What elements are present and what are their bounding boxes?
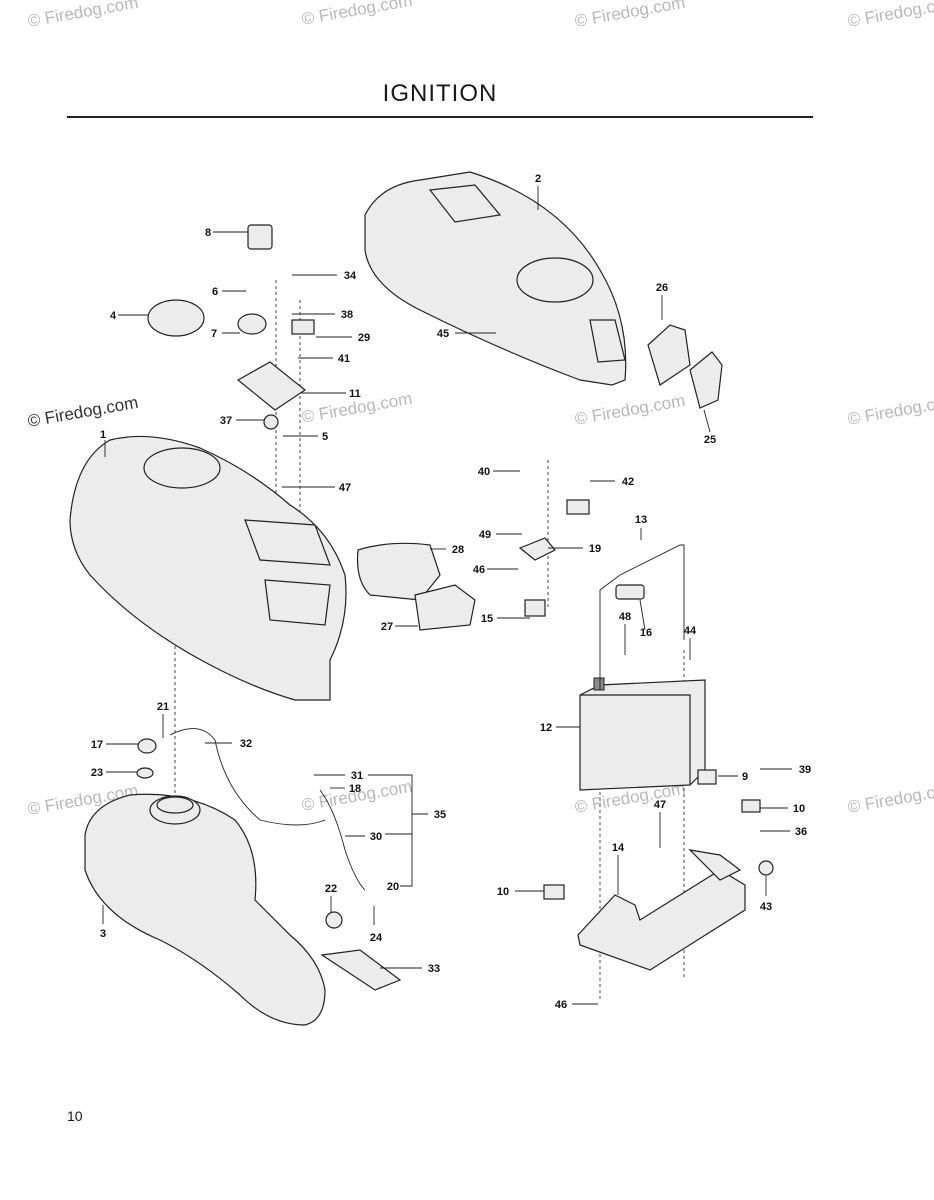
page-title: IGNITION (382, 80, 498, 107)
callout-23: 23 (91, 767, 103, 779)
knob-37-part (263, 414, 279, 430)
leader-lines (102, 186, 792, 1005)
callout-44: 44 (684, 625, 697, 637)
callout-45: 45 (437, 328, 449, 340)
callout-31: 31 (351, 770, 363, 782)
mounting-plate-11-part (236, 361, 307, 411)
callout-14: 14 (612, 842, 625, 854)
callout-40: 40 (478, 466, 490, 478)
callout-11: 11 (349, 388, 361, 400)
callout-28: 28 (452, 544, 464, 556)
title-rule (67, 116, 813, 118)
fuel-tank-part (84, 793, 326, 1026)
callout-34: 34 (344, 270, 357, 282)
callout-49: 49 (479, 529, 491, 541)
callout-47b: 47 (339, 482, 351, 494)
fender-body-part (69, 435, 347, 701)
grommet-22-part (325, 911, 343, 929)
callout-39: 39 (799, 764, 811, 776)
switch-9-part (697, 769, 717, 785)
callout-46a: 46 (473, 564, 485, 576)
callout-41: 41 (338, 353, 350, 365)
console-cover-part (364, 171, 627, 386)
switch-10-part (741, 799, 761, 813)
callout-19: 19 (589, 543, 601, 555)
callout-47a: 47 (654, 799, 666, 811)
callout-35: 35 (434, 809, 446, 821)
fuel-line-part (169, 728, 326, 826)
panel-27-part (414, 584, 476, 631)
callout-9: 9 (742, 771, 748, 783)
callout-24: 24 (370, 932, 383, 944)
callout-43: 43 (760, 901, 772, 913)
callout-46b: 46 (555, 999, 567, 1011)
callout-36: 36 (795, 826, 807, 838)
callout-20: 20 (387, 881, 399, 893)
bracket-19-part (518, 537, 556, 561)
battery-cable-part (599, 544, 685, 690)
callout-8: 8 (205, 227, 211, 239)
battery-part (579, 677, 706, 791)
callout-32: 32 (240, 738, 252, 750)
relay-42-part (566, 499, 590, 515)
callout-37: 37 (220, 415, 232, 427)
callout-18: 18 (349, 783, 361, 795)
callout-7: 7 (211, 328, 217, 340)
callout-5: 5 (322, 431, 328, 443)
callout-42: 42 (622, 476, 634, 488)
terminal-16-part (615, 584, 645, 600)
panel-28-part (356, 542, 441, 601)
callout-10b: 10 (497, 886, 509, 898)
callout-16: 16 (640, 627, 652, 639)
callout-27: 27 (381, 621, 393, 633)
callout-1: 1 (100, 429, 106, 441)
callout-38: 38 (341, 309, 353, 321)
callout-26: 26 (656, 282, 668, 294)
callout-6: 6 (212, 286, 218, 298)
callout-12: 12 (540, 722, 552, 734)
hose-part (319, 789, 366, 891)
callout-22: 22 (325, 883, 337, 895)
bracket-26-part (647, 324, 691, 386)
callout-13: 13 (635, 514, 647, 526)
cover-25-part (689, 351, 723, 409)
callout-30: 30 (370, 831, 382, 843)
callout-21: 21 (157, 701, 169, 713)
switch-10b-part (543, 884, 565, 900)
washer-23-part (136, 767, 154, 779)
switch-8-part (247, 224, 273, 250)
callout-4: 4 (110, 310, 117, 322)
knob-43-part (758, 860, 774, 876)
callout-2: 2 (535, 173, 541, 185)
fuel-cap-part (147, 299, 205, 337)
callout-10a: 10 (793, 803, 805, 815)
valve-17-part (137, 738, 157, 754)
callout-29: 29 (358, 332, 370, 344)
callout-labels: 1 2 3 4 5 6 7 8 9 10 10 11 12 13 14 15 1… (91, 173, 811, 1011)
relay-29-part (291, 319, 315, 335)
callout-17: 17 (91, 739, 103, 751)
callout-15: 15 (481, 613, 493, 625)
page-number: 10 (67, 1108, 83, 1124)
callout-3: 3 (100, 928, 106, 940)
callout-48: 48 (619, 611, 631, 623)
shield-33-part (320, 949, 402, 991)
battery-tray-part (577, 849, 746, 971)
switch-15-part (524, 599, 546, 617)
callout-33: 33 (428, 963, 440, 975)
callout-25: 25 (704, 434, 716, 446)
ignition-switch-7-part (237, 313, 267, 335)
